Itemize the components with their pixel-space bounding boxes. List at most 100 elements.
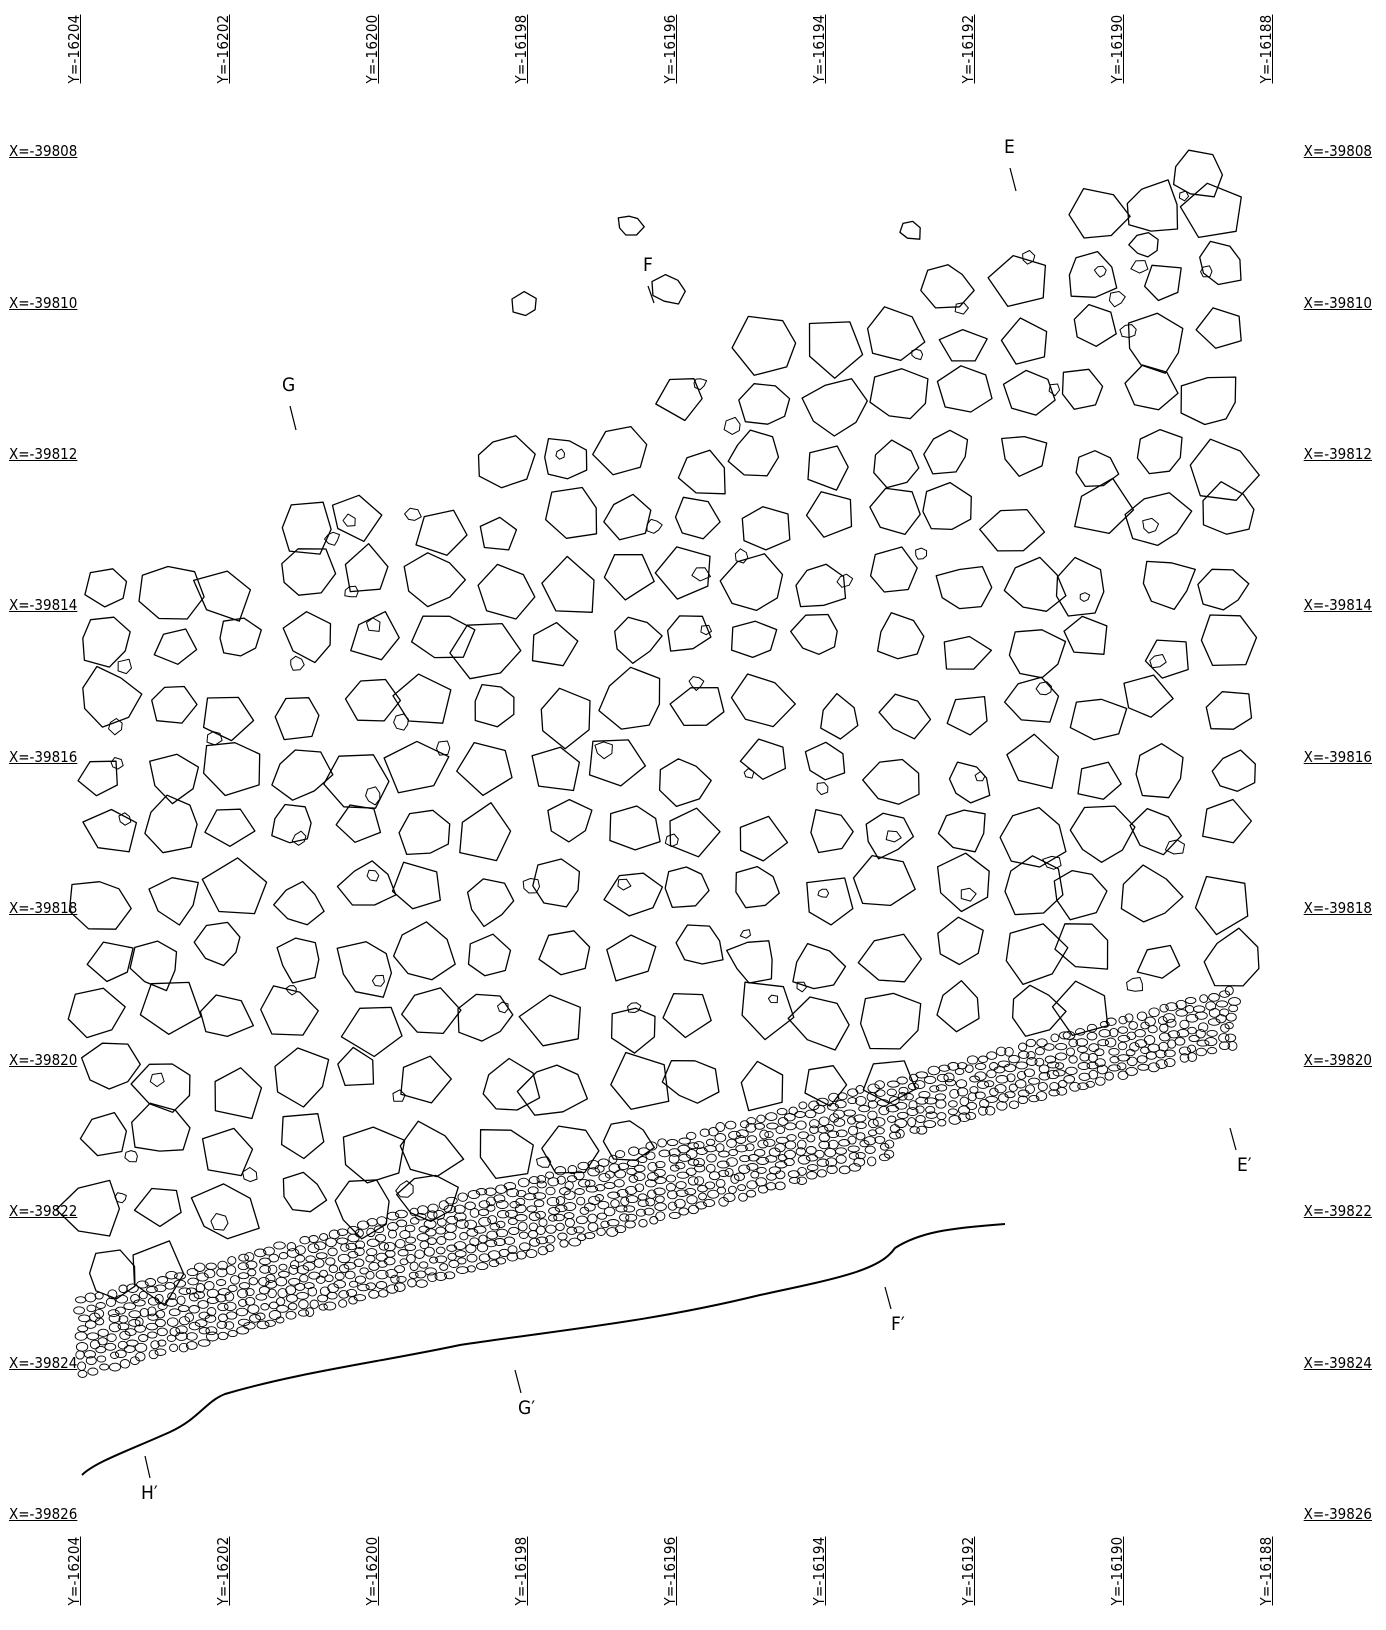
pebble — [86, 1332, 100, 1341]
stone-outline — [610, 1051, 670, 1110]
pebble — [419, 1240, 430, 1250]
pebble — [708, 1127, 719, 1137]
pebble — [887, 1080, 900, 1088]
pebble — [526, 1205, 538, 1213]
stone-outline — [1205, 691, 1253, 730]
stone-outline — [393, 713, 409, 731]
pebble — [477, 1208, 490, 1217]
stone-outline — [522, 878, 540, 894]
pebble — [515, 1197, 526, 1206]
pebble — [1128, 1021, 1138, 1030]
stone-outline — [646, 518, 663, 534]
pebble — [957, 1105, 971, 1115]
stone-outline — [1004, 855, 1064, 916]
pebble — [278, 1263, 288, 1271]
y-label-bottom: Y=-16194 — [810, 1536, 828, 1606]
pebble — [955, 1079, 968, 1089]
pebble — [1094, 1048, 1105, 1057]
stone-outline — [336, 860, 397, 906]
pebble — [756, 1156, 770, 1165]
y-label-bottom: Y=-16196 — [661, 1536, 679, 1606]
stone-outline — [810, 808, 854, 854]
pebble — [84, 1320, 97, 1329]
x-label-left: X=-39818 — [9, 899, 78, 917]
pebble — [974, 1071, 987, 1081]
pebble — [738, 1192, 748, 1202]
stone-outline — [1003, 676, 1060, 723]
pebble — [185, 1341, 198, 1350]
pebble — [915, 1096, 929, 1105]
stone-outline — [675, 924, 724, 965]
pebble — [1077, 1062, 1091, 1070]
stone-outline — [108, 718, 123, 736]
pebble — [144, 1278, 157, 1287]
pebble — [425, 1228, 437, 1237]
pebble — [634, 1164, 646, 1173]
pebble — [74, 1331, 88, 1341]
pebble — [115, 1294, 129, 1304]
section-mark-e-prime: E′ — [1237, 1154, 1252, 1176]
pebble — [587, 1213, 598, 1224]
pebble — [816, 1169, 827, 1178]
pebble — [1143, 1035, 1156, 1045]
pebble — [255, 1293, 268, 1301]
pebble — [1162, 1013, 1176, 1023]
pebble — [704, 1181, 716, 1190]
pebble — [317, 1294, 329, 1303]
stone-outline — [873, 439, 920, 489]
pebble — [655, 1160, 666, 1169]
pebble — [157, 1339, 167, 1347]
pebble — [333, 1279, 346, 1289]
stone-outline — [1130, 260, 1149, 274]
pebble — [107, 1309, 120, 1317]
pebble — [298, 1299, 309, 1310]
pebble — [855, 1132, 866, 1141]
pebble — [603, 1206, 616, 1217]
pebble — [573, 1226, 585, 1234]
pebble — [737, 1184, 747, 1192]
pebble — [495, 1257, 507, 1265]
pebble — [716, 1186, 727, 1195]
pebble — [535, 1210, 546, 1219]
pebble — [435, 1226, 447, 1235]
stone-outline — [129, 940, 178, 992]
pebble — [596, 1212, 608, 1220]
pebble — [776, 1107, 788, 1116]
pebble — [745, 1143, 755, 1152]
stone-outline — [1195, 307, 1242, 349]
stone-outline — [862, 1060, 917, 1104]
stone-outline — [1077, 761, 1122, 800]
pebble — [227, 1284, 238, 1293]
pebble — [674, 1198, 686, 1209]
stone-outline — [999, 806, 1067, 868]
pebble — [754, 1148, 766, 1157]
pebble — [818, 1132, 830, 1143]
pebble — [935, 1099, 947, 1109]
pebble — [685, 1167, 697, 1176]
pebble — [889, 1131, 901, 1140]
pebble — [1147, 1062, 1160, 1073]
pebble — [390, 1274, 400, 1284]
y-label-top: Y=-16194 — [810, 14, 828, 84]
pebble — [119, 1359, 131, 1369]
pebble — [923, 1075, 937, 1084]
stone-outline — [937, 809, 986, 853]
pebble — [814, 1149, 825, 1159]
pebble — [415, 1279, 428, 1288]
pebble — [205, 1262, 217, 1270]
pebble — [576, 1233, 587, 1242]
pebble — [1055, 1042, 1068, 1051]
pebble — [473, 1225, 487, 1234]
pebble — [935, 1084, 948, 1092]
stone-outline — [1202, 798, 1253, 844]
pebble — [506, 1251, 519, 1262]
pebble — [858, 1104, 870, 1113]
stone-outline — [1073, 303, 1117, 347]
pebble — [1096, 1064, 1109, 1075]
pebble — [604, 1170, 615, 1179]
pebble — [319, 1233, 329, 1241]
pebble — [915, 1071, 928, 1079]
stone-outline — [149, 753, 200, 805]
pebble — [874, 1135, 886, 1144]
stone-outline — [1108, 291, 1126, 308]
